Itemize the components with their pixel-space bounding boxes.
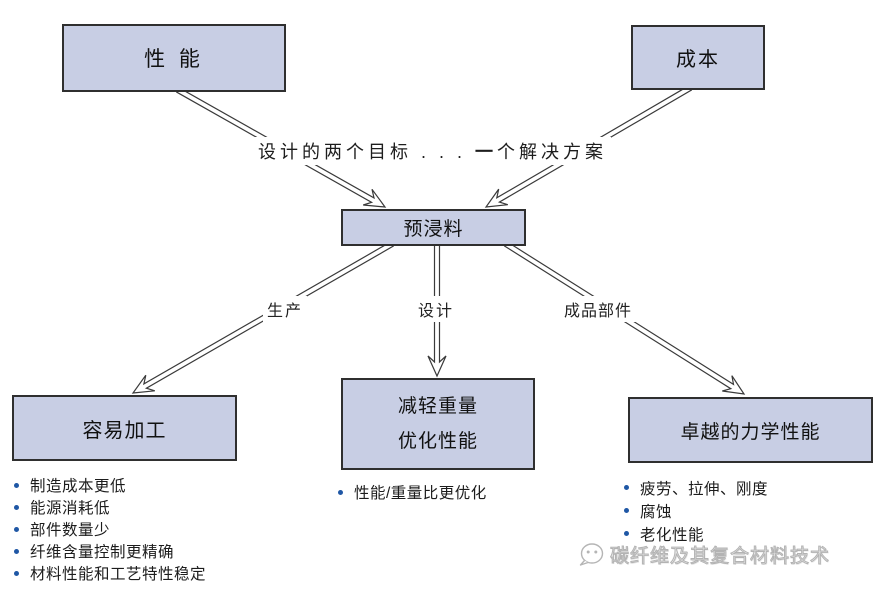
box-weight-line2: 优化性能	[397, 431, 478, 452]
bullet-text: 制造成本更低	[30, 478, 127, 495]
box-performance-label: 性 能	[144, 48, 204, 71]
bullet-text: 部件数量少	[30, 522, 111, 539]
bullet-text: 能源消耗低	[30, 500, 111, 517]
watermark-text: 碳纤维及其复合材料技术	[609, 546, 831, 568]
bullet-icon	[14, 570, 19, 576]
box-cost: 成本	[631, 25, 765, 90]
list-item: 材料性能和工艺特性稳定	[14, 562, 206, 584]
box-prepreg: 预浸料	[341, 209, 526, 246]
bullet-text: 纤维含量控制更精确	[30, 544, 175, 561]
box-easy-processing: 容易加工	[12, 395, 237, 461]
box-weight-optimization: 减轻重量 优化性能	[341, 378, 535, 470]
list-item: 腐蚀	[624, 499, 768, 522]
list-item: 纤维含量控制更精确	[14, 540, 206, 562]
bullet-icon	[14, 548, 19, 554]
easy-processing-bullet-list: 制造成本更低 能源消耗低 部件数量少 纤维含量控制更精确 材料性能和工艺特性稳定	[14, 474, 206, 584]
bullet-icon	[624, 508, 629, 513]
list-item: 性能/重量比更优化	[338, 481, 487, 503]
list-item: 能源消耗低	[14, 496, 206, 518]
bullet-icon	[14, 482, 19, 488]
box-performance: 性 能	[62, 24, 286, 92]
bullet-text: 腐蚀	[640, 503, 673, 521]
list-item: 疲劳、拉伸、刚度	[624, 476, 768, 499]
goal-text-left: 设计的两个目标 . . .	[258, 142, 476, 162]
list-item: 部件数量少	[14, 518, 206, 540]
box-mechanical-label: 卓越的力学性能	[680, 421, 821, 443]
box-cost-label: 成本	[676, 49, 720, 71]
bullet-icon	[14, 526, 19, 532]
bullet-text: 材料性能和工艺特性稳定	[30, 566, 207, 583]
goal-text-right: 个解决方案	[497, 142, 608, 162]
mechanical-bullet-list: 疲劳、拉伸、刚度 腐蚀 老化性能	[624, 476, 768, 545]
arrow-label-finished-parts: 成品部件	[560, 296, 637, 322]
box-weight-line1: 减轻重量	[397, 395, 478, 417]
list-item: 制造成本更低	[14, 474, 206, 496]
bullet-text: 性能/重量比更优化	[354, 485, 487, 502]
watermark: 碳纤维及其复合材料技术	[577, 541, 830, 568]
goal-text-bold: 一	[475, 142, 498, 162]
list-item: 老化性能	[624, 522, 768, 545]
bullet-icon	[338, 489, 343, 495]
box-easy-processing-label: 容易加工	[82, 419, 167, 442]
weight-bullet-list: 性能/重量比更优化	[338, 481, 487, 503]
bullet-text: 疲劳、拉伸、刚度	[640, 480, 769, 498]
arrow-label-design: 设计	[414, 296, 459, 322]
bullet-icon	[14, 504, 19, 510]
bullet-icon	[624, 531, 629, 536]
box-mechanical-properties: 卓越的力学性能	[628, 397, 873, 463]
bullet-icon	[624, 485, 629, 490]
bullet-text: 老化性能	[640, 526, 705, 544]
goal-text: 设计的两个目标 . . . 一个解决方案	[254, 137, 612, 165]
arrow-label-production: 生产	[263, 296, 308, 322]
wechat-icon	[579, 542, 604, 566]
box-prepreg-label: 预浸料	[403, 219, 464, 240]
